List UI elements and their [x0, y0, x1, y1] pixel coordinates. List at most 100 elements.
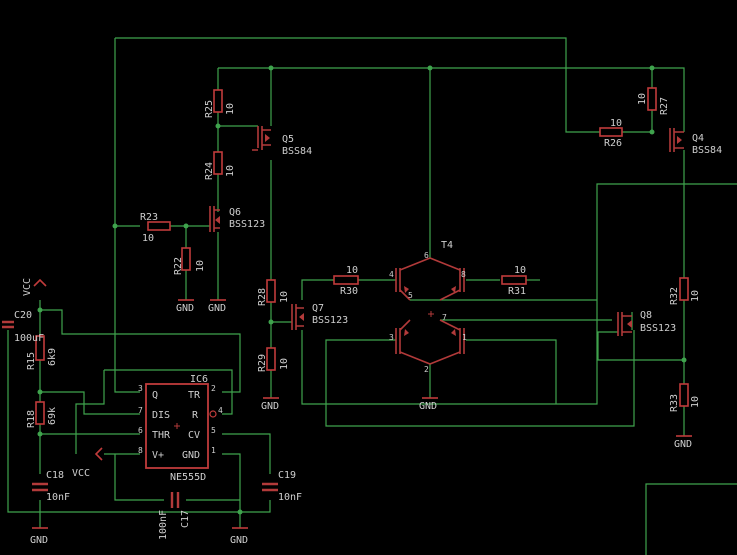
resistor-r32: R32 10: [669, 277, 701, 305]
c19-name: C19: [278, 470, 296, 481]
gnd-label: GND: [419, 401, 437, 412]
ic6-pin-vplus: V+: [152, 450, 164, 461]
q5-value: BSS84: [282, 146, 312, 157]
ic6-pin-thr: THR: [152, 430, 171, 441]
r22-value: 10: [195, 260, 206, 272]
t4-pin-4: 4: [389, 270, 394, 279]
r24-name: R24: [204, 162, 215, 180]
r29-name: R29: [257, 354, 268, 372]
r26-value: 10: [610, 118, 622, 129]
ic6-pinnum-7: 7: [138, 406, 143, 415]
q4-name: Q4: [692, 133, 704, 144]
resistor-r30: 10 R30: [333, 265, 359, 297]
t4-pin-5: 5: [408, 291, 413, 300]
ic6-pinnum-5: 5: [211, 426, 216, 435]
transistor-q8: Q8 BSS123: [617, 310, 676, 336]
r28-name: R28: [257, 288, 268, 306]
r15-value: 6k9: [47, 348, 58, 366]
c20-name: C20: [14, 310, 32, 321]
resistor-r33: R33 10: [669, 383, 701, 412]
gnd-symbols: GND GND GND GND GND GND GND: [30, 299, 692, 546]
transistor-q6: Q6 BSS123: [209, 206, 265, 232]
t4-pin-1: 1: [462, 333, 467, 342]
c18-name: C18: [46, 470, 64, 481]
r27-name: R27: [659, 97, 670, 115]
q7-value: BSS123: [312, 315, 348, 326]
capacitor-c19: C19 10nF: [262, 470, 302, 503]
ic6-pin-q: Q: [152, 390, 158, 401]
ic6-ne555: IC6 NE555D Q TR DIS R THR CV V+ GND 3 7 …: [138, 374, 223, 483]
r15-name: R15: [26, 352, 37, 370]
r25-value: 10: [225, 103, 236, 115]
c20-value: 100uF: [14, 333, 44, 344]
resistor-r29: R29 10: [257, 347, 290, 372]
ic6-pinnum-6: 6: [138, 426, 143, 435]
q8-name: Q8: [640, 310, 652, 321]
r22-name: R22: [173, 257, 184, 275]
transistor-t4: T4 6 4 8 5 7 3 1 2: [389, 240, 467, 374]
capacitor-c18: C18 10nF: [32, 470, 70, 503]
t4-pin-8: 8: [461, 270, 466, 279]
gnd-label: GND: [30, 535, 48, 546]
r18-value: 69k: [47, 407, 58, 425]
ic6-pin-dis: DIS: [152, 410, 170, 421]
ic6-pinnum-3: 3: [138, 384, 143, 393]
resistor-r18: R18 69k: [26, 401, 58, 428]
r29-value: 10: [279, 358, 290, 370]
capacitor-c17: 100nF C17: [158, 492, 191, 540]
q8-value: BSS123: [640, 323, 676, 334]
t4-pin-7: 7: [442, 313, 447, 322]
q6-name: Q6: [229, 207, 241, 218]
transistor-q7: Q7 BSS123: [291, 303, 348, 330]
transistor-q5: Q5 BSS84: [252, 126, 312, 157]
vcc-symbols: VCC VCC: [22, 278, 103, 479]
r25-name: R25: [204, 100, 215, 118]
r32-value: 10: [690, 290, 701, 302]
gnd-label: GND: [208, 303, 226, 314]
q6-value: BSS123: [229, 219, 265, 230]
junction-dots: [37, 65, 687, 515]
r30-name: R30: [340, 286, 358, 297]
r28-value: 10: [279, 291, 290, 303]
gnd-label: GND: [230, 535, 248, 546]
t4-pin-2: 2: [424, 365, 429, 374]
vcc-label: VCC: [22, 278, 33, 296]
c17-value: 100nF: [158, 510, 169, 540]
r31-name: R31: [508, 286, 526, 297]
resistor-r28: R28 10: [257, 279, 290, 306]
r26-name: R26: [604, 138, 622, 149]
c18-value: 10nF: [46, 492, 70, 503]
gnd-label: GND: [261, 401, 279, 412]
ic6-pinnum-4: 4: [218, 406, 223, 415]
gnd-label: GND: [674, 439, 692, 450]
q5-name: Q5: [282, 134, 294, 145]
ic6-value: NE555D: [170, 472, 206, 483]
r23-name: R23: [140, 212, 158, 223]
resistor-r23: R23 10: [140, 212, 171, 244]
resistor-r27: 10 R27: [637, 87, 670, 115]
wires: [7, 37, 737, 555]
ic6-pinnum-2: 2: [211, 384, 216, 393]
c17-name: C17: [180, 510, 191, 528]
ic6-pinnum-8: 8: [138, 446, 143, 455]
c19-value: 10nF: [278, 492, 302, 503]
resistor-r15: R15 6k9: [26, 335, 58, 370]
r32-name: R32: [669, 287, 680, 305]
transistor-q4: Q4 BSS84: [669, 128, 722, 156]
ic6-pin-tr: TR: [188, 390, 201, 401]
r18-name: R18: [26, 410, 37, 428]
ic6-pin-gnd: GND: [182, 450, 200, 461]
q4-value: BSS84: [692, 145, 722, 156]
vcc-label: VCC: [72, 468, 90, 479]
r23-value: 10: [142, 233, 154, 244]
resistor-r31: 10 R31: [501, 265, 527, 297]
t4-name: T4: [441, 240, 453, 251]
r30-value: 10: [346, 265, 358, 276]
r33-value: 10: [690, 396, 701, 408]
ic6-name: IC6: [190, 374, 208, 385]
resistor-r25: R25 10: [204, 89, 236, 118]
capacitor-c20: C20 100uF: [2, 310, 44, 344]
q7-name: Q7: [312, 303, 324, 314]
